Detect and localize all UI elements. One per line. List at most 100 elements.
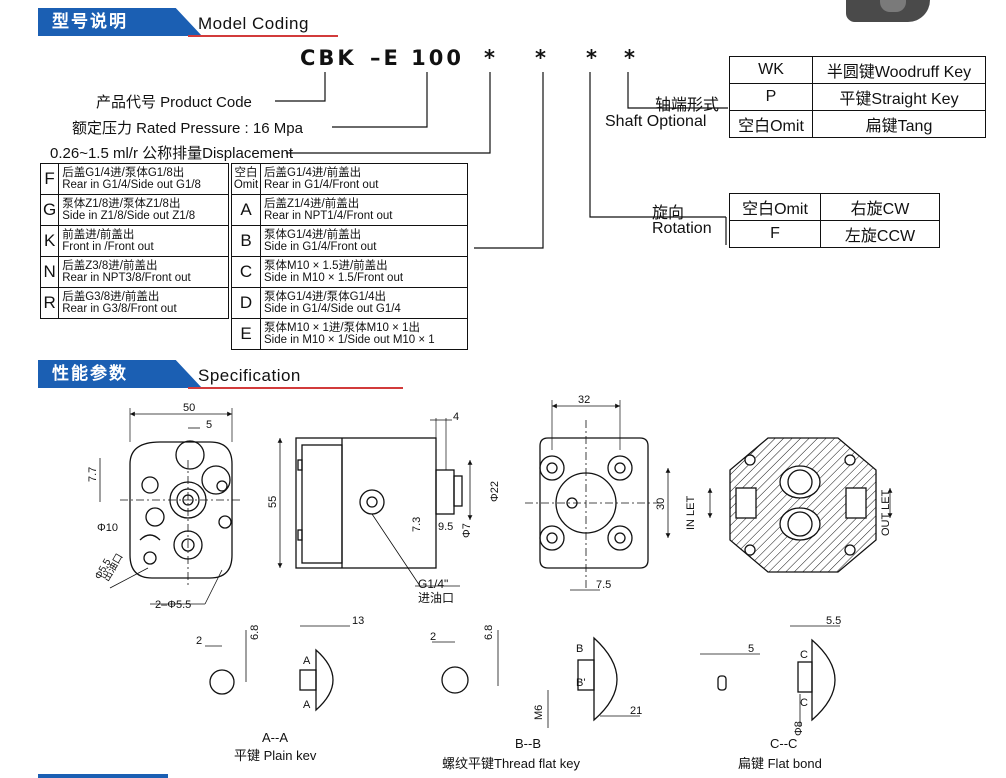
rotation-desc: 左旋CCW — [820, 220, 940, 248]
option-desc-en: Rear in G3/8/Front out — [62, 303, 177, 315]
dim-aa-13: 13 — [352, 615, 364, 627]
section-bp-mark: B' — [576, 677, 585, 689]
dim-phi22: Φ22 — [489, 481, 501, 502]
shaft-desc: 平键Straight Key — [812, 83, 986, 111]
banner-underline — [188, 387, 403, 389]
option-desc-en: Rear in G1/4/Front out — [264, 179, 379, 191]
option-desc-cn: 后盖G1/4进/前盖出 — [264, 167, 362, 179]
model-prefix: CBK — [300, 46, 357, 70]
model-star-3: * — [586, 46, 600, 70]
dim-55: 55 — [267, 496, 279, 508]
rotation-code: F — [729, 220, 821, 248]
option-code-cn: 空白 — [234, 167, 258, 179]
cc-label: 扁键 Flat bond — [738, 756, 822, 771]
option-desc-cn: 泵体G1/4进/泵体G1/4出 — [264, 291, 387, 303]
dim-4: 4 — [453, 411, 459, 423]
inlet-label: 进油口 — [418, 591, 454, 605]
option-desc-en: Front in /Front out — [62, 241, 154, 253]
specification-en-title: Specification — [198, 366, 301, 385]
dim-aa-6-8: 6.8 — [249, 625, 261, 640]
next-section-bar — [38, 774, 168, 778]
shaft-code: 空白Omit — [729, 110, 813, 138]
shaft-detail-cc — [700, 625, 840, 726]
bb-title: B--B — [515, 736, 541, 751]
section-b-mark: B — [576, 643, 583, 655]
section-view — [707, 437, 893, 573]
option-desc-cn: 泵体G1/4进/前盖出 — [264, 229, 362, 241]
dim-5: 5 — [206, 419, 212, 431]
shaft-desc: 半圆键Woodruff Key — [812, 56, 986, 84]
front-view — [99, 408, 240, 605]
dim-m6: M6 — [533, 705, 545, 720]
section-c-mark-top: C — [800, 649, 808, 661]
option-code-en: Omit — [233, 179, 259, 191]
coding-connector-lines — [275, 72, 728, 249]
displacement-label: 0.26~1.5 ml/r 公称排量Displacement — [50, 145, 294, 162]
option-desc-cn: 后盖Z3/8进/前盖出 — [62, 260, 158, 272]
dim-bb-6-8: 6.8 — [483, 625, 495, 640]
option-code: K — [39, 225, 60, 257]
option-desc-cn: 后盖G1/4进/泵体G1/8出 — [62, 167, 185, 179]
option-desc-en: Rear in NPT1/4/Front out — [264, 210, 393, 222]
option-desc-cn: 后盖G3/8进/前盖出 — [62, 291, 160, 303]
port-g14: G1/4" — [418, 577, 448, 591]
inlet-port-label: IN LET — [685, 495, 697, 530]
shaft-detail-bb — [432, 630, 640, 728]
option-code: E — [231, 318, 261, 350]
dim-7-7: 7.7 — [87, 467, 99, 482]
option-code: G — [39, 194, 60, 226]
model-star-2: * — [535, 46, 549, 70]
option-desc-cn: 前盖进/前盖出 — [62, 229, 135, 241]
option-code: B — [231, 225, 261, 257]
option-desc-cn: 后盖Z1/4进/前盖出 — [264, 198, 360, 210]
aa-title: A--A — [262, 730, 288, 745]
product-photo-highlight — [880, 0, 906, 12]
dim-30: 30 — [655, 498, 667, 510]
dim-7-5: 7.5 — [596, 579, 611, 591]
model-coding-banner: 型号说明 Model Coding — [38, 8, 338, 37]
model-star-1: * — [484, 46, 498, 70]
section-a-mark-bottom: A — [303, 699, 311, 711]
shaft-desc: 扁键Tang — [812, 110, 986, 138]
option-desc-cn: 泵体M10 × 1进/泵体M10 × 1出 — [264, 322, 420, 334]
dim-aa-2: 2 — [196, 635, 202, 647]
cc-title: C--C — [770, 736, 797, 751]
dim-9-5: 9.5 — [438, 521, 453, 533]
bb-label: 螺纹平键Thread flat key — [442, 756, 580, 771]
outlet-port-label: OUT LET — [880, 489, 892, 536]
section-a-mark-top: A — [303, 655, 311, 667]
shaft-code: WK — [729, 56, 813, 84]
section-c-mark-bottom: C — [800, 697, 808, 709]
dim-bb-2: 2 — [430, 631, 436, 643]
rotation-label-en: Rotation — [652, 220, 712, 237]
shaft-label-en: Shaft Optional — [605, 113, 707, 130]
option-desc-en: Side in G1/4/Side out G1/4 — [264, 303, 401, 315]
option-desc-en: Rear in G1/4/Side out G1/8 — [62, 179, 201, 191]
shaft-label-cn: 轴端形式 — [655, 97, 720, 114]
option-code: A — [231, 194, 261, 226]
option-code: R — [39, 287, 60, 319]
rotation-code: 空白Omit — [729, 193, 821, 221]
side-view — [277, 418, 473, 587]
option-code: F — [39, 163, 60, 195]
rotation-label-cn: 旋向 — [652, 205, 685, 222]
